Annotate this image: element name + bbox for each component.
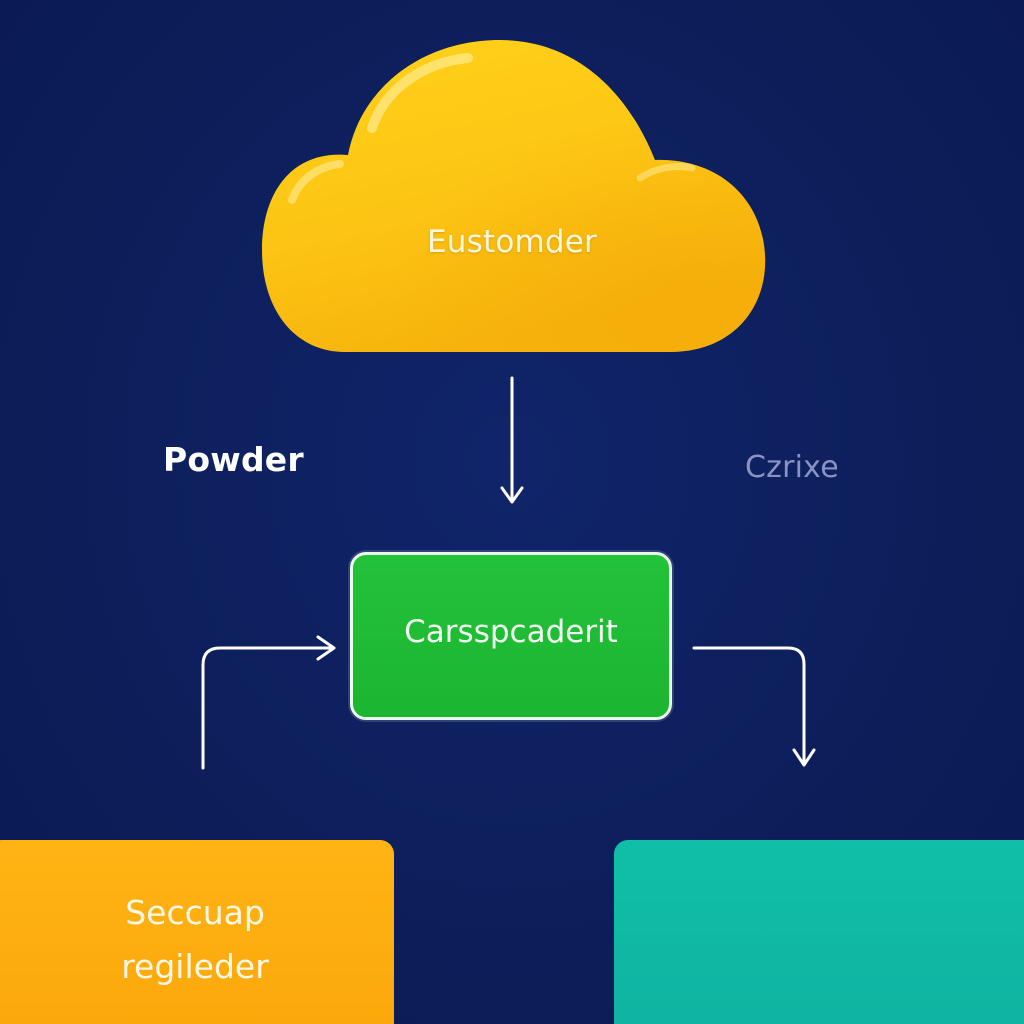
center-node: Carsspcaderit [350, 552, 672, 720]
arrow-left-to-center [201, 646, 334, 770]
cloud-shape [262, 40, 766, 352]
left-annotation: Powder [163, 440, 304, 479]
right-annotation: Czrixe [745, 450, 839, 485]
center-node-label: Carsspcaderit [404, 614, 618, 650]
cloud-node-label: Eustomder [427, 224, 597, 260]
bottom-left-node-line2: regileder [121, 947, 269, 986]
arrow-center-to-right [692, 646, 806, 765]
bottom-left-node-line1: Seccuap [125, 893, 265, 932]
arrowhead-down-right [792, 748, 816, 767]
bottom-right-node [614, 840, 1024, 1024]
bottom-left-node-label: Seccuap regileder [0, 886, 390, 994]
arrowhead-right-center [316, 635, 336, 661]
bottom-left-node [0, 840, 394, 1024]
arrowhead-down-center [500, 486, 524, 504]
